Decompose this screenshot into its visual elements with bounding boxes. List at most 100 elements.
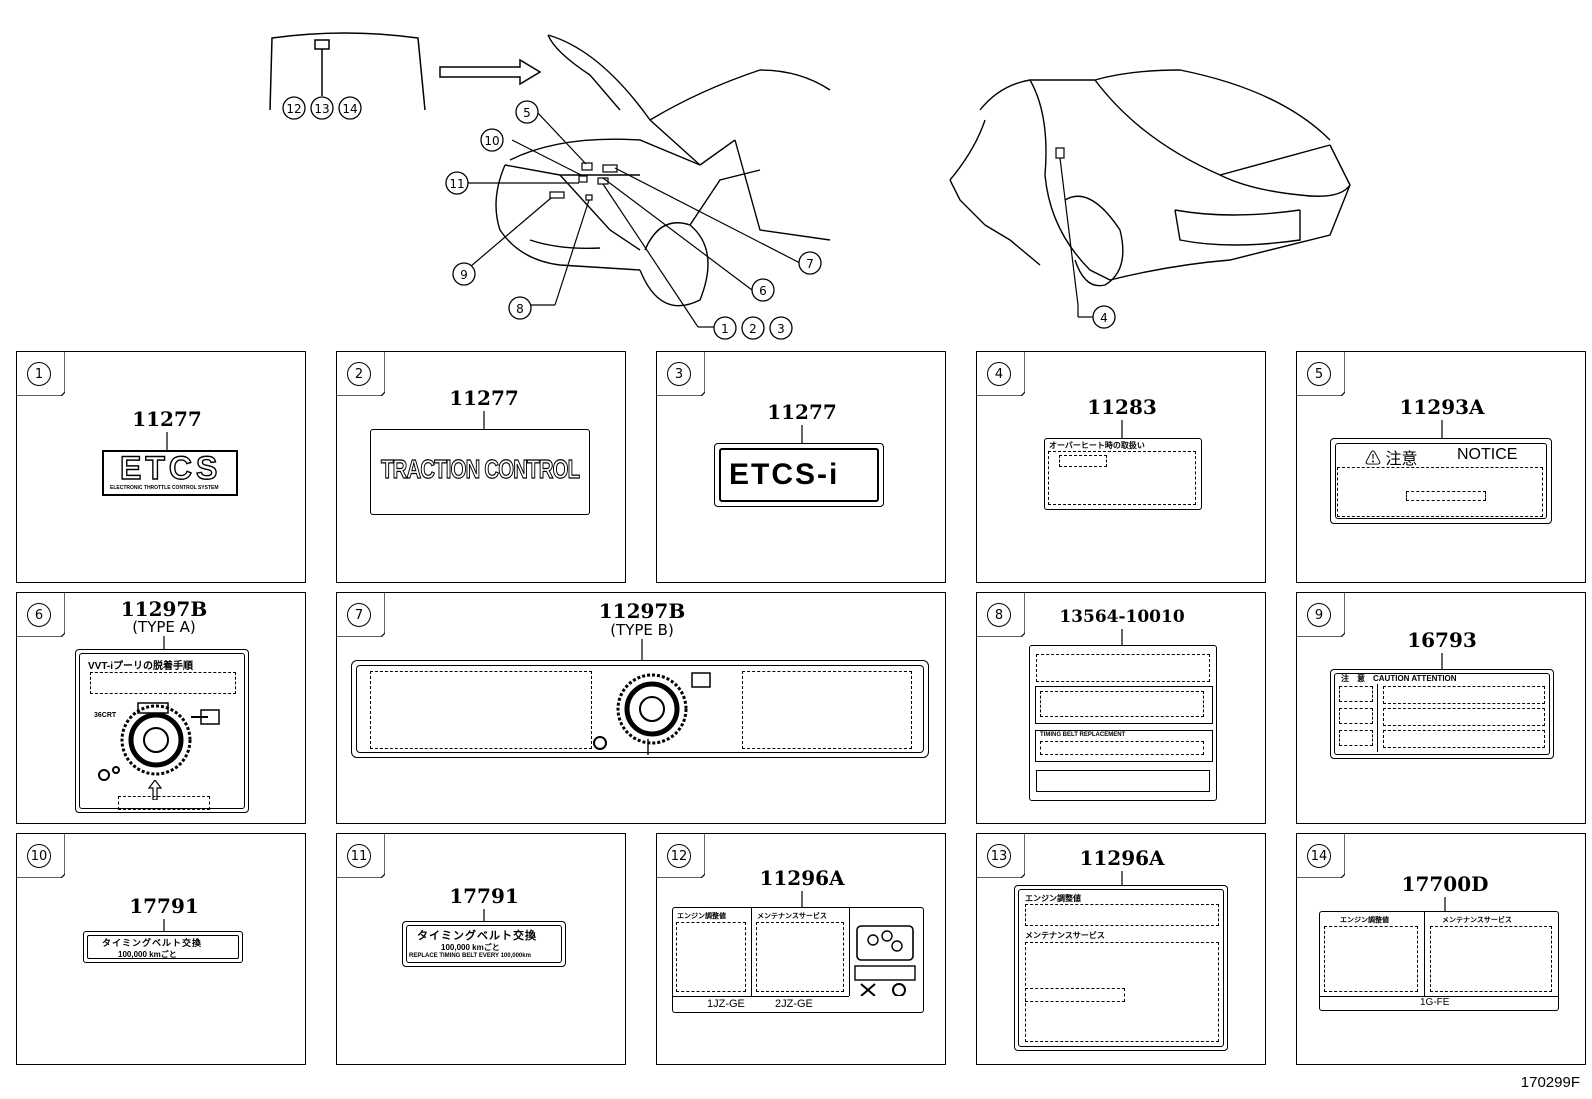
maintenance-section-title: メンテナンスサービス bbox=[1025, 931, 1105, 940]
callout-13: 13 bbox=[314, 102, 329, 116]
leader-line bbox=[801, 425, 803, 443]
etcs-subtitle: ELECTRONIC THROTTLE CONTROL SYSTEM bbox=[110, 485, 219, 491]
panel-13: 13 11296A エンジン調整値 メンテナンスサービス bbox=[976, 833, 1266, 1065]
timing-belt-jp-text: タイミングベルト交換 bbox=[417, 930, 537, 942]
engine-spec-label: エンジン調整値 メンテナンスサービス 1JZ-GE 2JZ-GE bbox=[672, 907, 924, 1013]
panel-number: 3 bbox=[667, 362, 691, 386]
panel-tab bbox=[1297, 593, 1345, 637]
timing-belt-text: TIMING BELT REPLACEMENT bbox=[1040, 732, 1126, 738]
engine-section-title: エンジン調整値 bbox=[1025, 894, 1081, 903]
panel-number: 5 bbox=[1307, 362, 1331, 386]
panel-number: 11 bbox=[347, 844, 371, 868]
panel-tab bbox=[1297, 834, 1345, 878]
panel-9: 9 16793 注 意 CAUTION ATTENTION bbox=[1296, 592, 1586, 824]
panel-7: 7 11297B (TYPE B) bbox=[336, 592, 946, 824]
engine-model-1: 1JZ-GE bbox=[707, 998, 745, 1010]
etcs-i-label: ETCS-i bbox=[714, 443, 884, 507]
panel-number: 9 bbox=[1307, 603, 1331, 627]
callout-9: 9 bbox=[460, 268, 468, 282]
type-label: (TYPE A) bbox=[132, 618, 196, 636]
notice-inner-border bbox=[1335, 443, 1547, 519]
leader-line bbox=[1441, 653, 1443, 669]
timing-belt-bilingual-label: タイミングベルト交換 100,000 kmごと REPLACE TIMING B… bbox=[402, 921, 566, 967]
part-number: 16793 bbox=[1407, 628, 1477, 652]
etcs-i-text: ETCS-i bbox=[729, 458, 840, 491]
label-text-area bbox=[1430, 926, 1552, 992]
label-text-area bbox=[756, 922, 844, 992]
part-number: 11297B bbox=[598, 599, 686, 623]
leader-line bbox=[163, 919, 165, 931]
panel-tab bbox=[977, 834, 1025, 878]
engine-column: エンジン調整値 bbox=[673, 908, 752, 996]
label-inner-border bbox=[406, 925, 562, 963]
leader-line bbox=[1444, 897, 1446, 911]
vvti-title: VVT-iプーリの脱着手順 bbox=[88, 661, 194, 672]
label-text-area bbox=[1337, 467, 1543, 517]
engine-model-2: 2JZ-GE bbox=[775, 998, 813, 1010]
label-inner-border bbox=[1334, 673, 1550, 755]
engine-model-row: 1G-FE bbox=[1320, 996, 1558, 1011]
label-text-area bbox=[118, 796, 210, 810]
direction-arrow bbox=[439, 58, 542, 86]
part-number: 13564-10010 bbox=[1059, 607, 1185, 627]
interval-text: 100,000 kmごと bbox=[441, 943, 500, 952]
front-callouts: 5 10 11 9 8 1 2 3 6 7 bbox=[445, 100, 822, 340]
leader-line bbox=[1121, 871, 1123, 885]
part-number: 11277 bbox=[767, 400, 837, 424]
spec-box bbox=[1035, 686, 1213, 724]
panel-tab bbox=[657, 352, 705, 396]
panel-number: 6 bbox=[27, 603, 51, 627]
part-number: 11277 bbox=[449, 386, 519, 410]
traction-control-label: TRACTION CONTROL bbox=[370, 429, 590, 515]
label-text-area bbox=[742, 671, 912, 749]
traction-control-text: TRACTION CONTROL bbox=[381, 453, 581, 484]
label-text-area bbox=[1383, 730, 1545, 748]
callout-10: 10 bbox=[484, 134, 499, 148]
inset-callouts: 12 13 14 bbox=[282, 96, 362, 120]
panel-tab bbox=[17, 593, 65, 637]
left-column bbox=[1337, 684, 1378, 752]
label-text-area bbox=[1339, 686, 1373, 702]
part-number: 11296A bbox=[1079, 846, 1165, 870]
label-text-area bbox=[676, 922, 746, 992]
windshield-inset bbox=[269, 32, 426, 111]
timing-belt-jp-text: タイミングベルト交換 bbox=[102, 938, 203, 948]
panel-tab bbox=[1297, 352, 1345, 396]
timing-belt-jp-label: タイミングベルト交換 100,000 kmごと bbox=[83, 931, 243, 963]
panel-number: 10 bbox=[27, 844, 51, 868]
engine-spec-1gfe-label: エンジン調整値 メンテナンスサービス 1G-FE bbox=[1319, 911, 1559, 1011]
callout-7: 7 bbox=[806, 257, 814, 271]
callout-8: 8 bbox=[516, 302, 524, 316]
leader-line bbox=[641, 639, 643, 661]
leader-line bbox=[483, 909, 485, 921]
panel-3: 3 11277 ETCS-i bbox=[656, 351, 946, 583]
etcs-i-inner-border bbox=[719, 448, 879, 502]
caution-attention-label: 注 意 CAUTION ATTENTION bbox=[1330, 669, 1554, 759]
label-text-area bbox=[370, 671, 592, 749]
label-text-area bbox=[1383, 708, 1545, 726]
maintenance-column: メンテナンスサービス bbox=[753, 908, 850, 996]
label-text-area bbox=[1025, 988, 1125, 1002]
label-text-area bbox=[1036, 654, 1210, 682]
panel-11: 11 17791 タイミングベルト交換 100,000 kmごと REPLACE… bbox=[336, 833, 626, 1065]
panel-14: 14 17700D エンジン調整値 メンテナンスサービス 1G-FE bbox=[1296, 833, 1586, 1065]
engine-model: 1G-FE bbox=[1420, 997, 1450, 1008]
panel-number: 8 bbox=[987, 603, 1011, 627]
pulley-illustration bbox=[98, 702, 220, 781]
panel-tab bbox=[337, 593, 385, 637]
leader-line bbox=[1121, 629, 1123, 645]
overheat-title: オーバーヒート時の取扱い bbox=[1049, 441, 1145, 450]
callout-1: 1 bbox=[721, 322, 729, 336]
engine-column: エンジン調整値 bbox=[1320, 912, 1425, 996]
notice-caution-jp: ⚠ 注意 bbox=[1365, 451, 1418, 468]
panel-number: 2 bbox=[347, 362, 371, 386]
panel-6: 6 11297B (TYPE A) VVT-iプーリの脱着手順 36CRT bbox=[16, 592, 306, 824]
replace-belt-text: REPLACE TIMING BELT EVERY 100,000km bbox=[409, 953, 531, 959]
rear-label-marker bbox=[1055, 147, 1079, 306]
type-label: (TYPE B) bbox=[610, 621, 674, 639]
rear-callouts: 4 bbox=[1077, 305, 1116, 329]
callout-5: 5 bbox=[523, 106, 531, 120]
maintenance-column-title: メンテナンスサービス bbox=[1442, 917, 1512, 924]
part-number: 17791 bbox=[129, 894, 199, 918]
panel-1: 1 11277 ETCS ELECTRONIC THROTTLE CONTROL… bbox=[16, 351, 306, 583]
